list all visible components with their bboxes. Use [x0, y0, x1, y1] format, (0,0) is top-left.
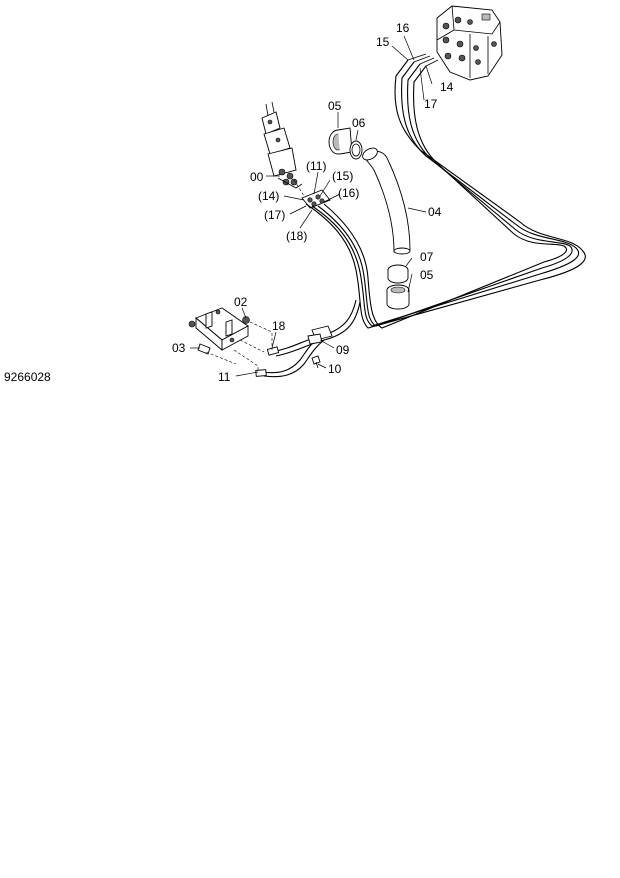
- suction-hose-04: [362, 147, 411, 255]
- callout-02: 02: [234, 295, 248, 309]
- callout-11: 11: [218, 370, 231, 384]
- callout-15: 15: [376, 35, 390, 49]
- callout-10: 10: [328, 362, 342, 376]
- callout-18: 18: [272, 319, 286, 333]
- control-valve: [436, 5, 503, 81]
- callout-07: 07: [420, 250, 434, 264]
- callout-labels: 15 16 14 17 05 06 00 (11) (15) (16) (14)…: [172, 21, 454, 384]
- assembly-lines: [205, 179, 305, 372]
- callout-05-top: 05: [328, 99, 342, 113]
- clip-09-bolt-10: [307, 333, 323, 369]
- callout-16: 16: [396, 21, 410, 35]
- callout-14: 14: [440, 80, 454, 94]
- mounting-bracket: [188, 307, 250, 355]
- lower-hoses: [255, 299, 361, 378]
- callout-04: 04: [428, 205, 442, 219]
- callout-17-paren: (17): [264, 208, 285, 222]
- callout-00: 00: [250, 170, 264, 184]
- callout-14-paren: (14): [258, 189, 279, 203]
- leader-lines: [190, 35, 433, 377]
- callout-05-bottom: 05: [420, 268, 434, 282]
- pilot-valve: [261, 101, 303, 189]
- callout-09: 09: [336, 343, 350, 357]
- figure-id: 9266028: [4, 370, 51, 384]
- callout-18-paren: (18): [286, 229, 307, 243]
- callout-06: 06: [352, 116, 366, 130]
- hose-fittings: [301, 189, 331, 209]
- fitting-07-05-bottom: [386, 264, 410, 310]
- callout-15-paren: (15): [332, 169, 353, 183]
- fitting-05-06-top: [328, 127, 363, 160]
- callout-17: 17: [424, 97, 438, 111]
- hose-bundle: [305, 53, 586, 329]
- callout-11-paren: (11): [306, 159, 326, 173]
- callout-03: 03: [172, 341, 186, 355]
- callout-16-paren: (16): [338, 186, 359, 200]
